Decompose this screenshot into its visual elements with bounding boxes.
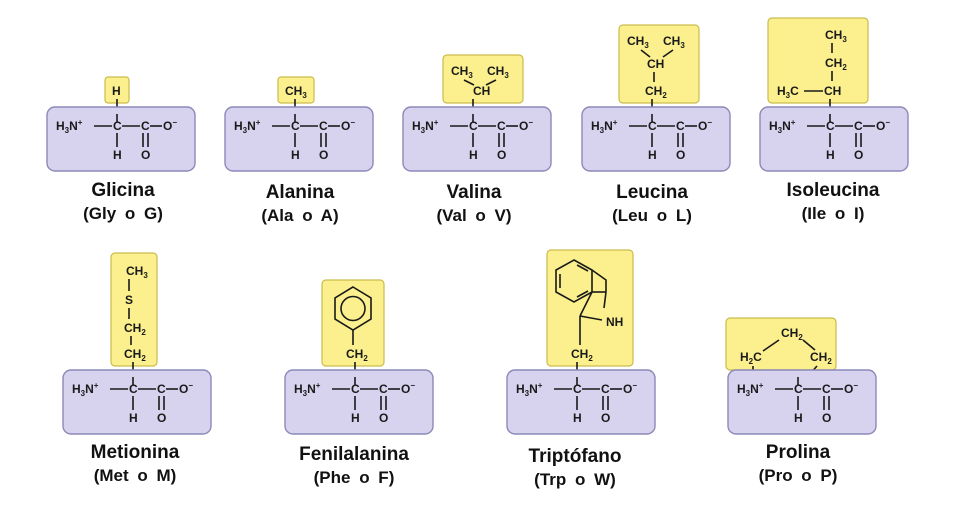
svg-text:NH: NH [606,315,623,329]
amino-acid-code: (Ile o I) [801,204,865,223]
amino-acid-name: Prolina [765,442,831,463]
svg-text:CH2: CH2 [346,347,368,363]
svg-text:H: H [112,84,121,98]
amino-acid-name: Metionina [90,442,180,463]
svg-text:CH2: CH2 [124,321,146,337]
svg-text:CH3: CH3 [825,28,847,44]
amino-acid-code: (Met o M) [93,466,177,485]
amino-acid-code: (Leu o L) [612,206,692,225]
caption-alanine: Alanina (Ala o A) [205,181,395,227]
svg-text:CH3: CH3 [126,264,148,280]
tryptophan-structure: NH CH2 [506,249,656,435]
amino-acid-code: (Pro o P) [758,466,838,485]
amino-acid-code: (Trp o W) [534,470,616,489]
amino-acid-name: Triptófano [528,446,622,467]
caption-methionine: Metionina (Met o M) [40,441,230,487]
amino-acid-code: (Val o V) [436,206,512,225]
alanine-structure: CH3 [224,76,374,172]
glycine-structure: H [46,76,196,172]
svg-text:H3C: H3C [777,84,799,100]
svg-text:CH2: CH2 [781,326,803,342]
svg-text:CH2: CH2 [825,56,847,72]
amino-acid-name: Alanina [265,182,335,203]
svg-text:CH2: CH2 [645,84,667,100]
svg-text:CH3: CH3 [627,34,649,50]
amino-acid-name: Valina [446,182,502,203]
caption-tryptophan: Triptófano (Trp o W) [480,445,670,491]
svg-text:CH3: CH3 [451,64,473,80]
svg-text:CH3: CH3 [285,84,307,100]
caption-valine: Valina (Val o V) [379,181,569,227]
amino-acid-code: (Ala o A) [261,206,339,225]
caption-phenylalanine: Fenilalanina (Phe o F) [259,443,449,489]
amino-acid-code: (Phe o F) [313,468,395,487]
amino-acid-name: Glicina [91,180,155,201]
leucine-structure: CH3 CH3 CH CH2 [581,24,731,172]
caption-isoleucine: Isoleucina (Ile o I) [738,179,928,225]
phenylalanine-structure: CH2 [284,279,434,435]
amino-acid-name: Fenilalanina [299,444,409,465]
svg-text:CH: CH [824,84,841,98]
valine-structure: CH3 CH3 CH [402,54,552,172]
svg-text:CH3: CH3 [487,64,509,80]
svg-text:S: S [125,293,133,307]
amino-acid-name: Isoleucina [786,180,880,201]
svg-text:CH3: CH3 [663,34,685,50]
caption-proline: Prolina (Pro o P) [703,441,893,487]
caption-glycine: Glicina (Gly o G) [28,179,218,225]
svg-text:H2C: H2C [740,350,762,366]
amino-acid-code: (Gly o G) [83,204,163,223]
proline-structure: CH2 H2C CH2 [725,317,877,435]
svg-text:CH2: CH2 [810,350,832,366]
svg-text:CH: CH [473,84,490,98]
amino-acid-name: Leucina [616,182,688,203]
svg-text:CH2: CH2 [124,347,146,363]
isoleucine-structure: CH3 CH2 H3C CH [759,17,909,172]
svg-text:CH2: CH2 [571,347,593,363]
methionine-structure: CH3 S CH2 CH2 [62,252,212,435]
caption-leucine: Leucina (Leu o L) [557,181,747,227]
svg-text:CH: CH [647,57,664,71]
